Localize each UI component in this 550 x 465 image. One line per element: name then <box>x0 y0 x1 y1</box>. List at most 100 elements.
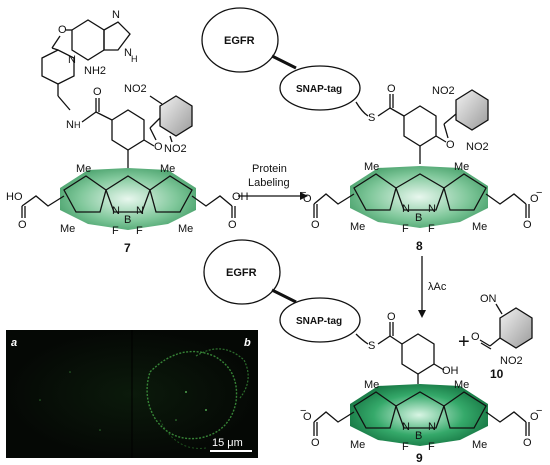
speckle <box>185 391 187 393</box>
bodipy-n-right-8: N <box>428 203 436 215</box>
arrow-label-labeling: Labeling <box>248 177 290 189</box>
carbonyl-o-left-9: O <box>311 437 320 449</box>
pyrrole-right-9 <box>443 391 487 429</box>
compound-9-structure: EGFR SNAP-tag S O OH N N B F F Me Me Me … <box>203 239 542 465</box>
carbonyl-o-left-8: O <box>311 219 320 231</box>
me-bl-7: Me <box>60 223 75 235</box>
carboxylate-minus-left-9: − <box>300 405 306 417</box>
bodipy-f1-9: F <box>402 441 409 453</box>
bodipy-glow-7 <box>60 168 196 230</box>
imidazole-nh-h-label: H <box>131 54 138 64</box>
central-ring-8 <box>395 173 445 211</box>
no2-top-label-7: NO2 <box>124 83 147 95</box>
carboxylate-minus-left-8: − <box>300 187 306 199</box>
fluorescence-micrograph: a b 15 μm <box>6 330 258 458</box>
oh-label-7: OH <box>232 191 249 203</box>
carboxylate-o-right-8: O <box>530 193 539 205</box>
compound-7-structure: N N H N NH2 O N H O O NO2 NO2 <box>6 9 249 255</box>
carboxylate-o-right-9: O <box>530 411 539 423</box>
carbonyl-o-right-9: O <box>523 437 532 449</box>
me-br-7: Me <box>178 223 193 235</box>
imidazole-ring <box>103 21 131 51</box>
o-right-acid-7: O <box>228 219 237 231</box>
me-br-9: Me <box>472 439 487 451</box>
speckle <box>205 409 207 411</box>
o-left-acid-7: O <box>18 219 27 231</box>
bodipy-n-right-9: N <box>428 421 436 433</box>
phenol-oh-label-9: OH <box>442 365 459 377</box>
snap-tag-label-8: SNAP-tag <box>296 84 342 95</box>
panel-a-label: a <box>11 337 17 349</box>
pyrrole-left-9 <box>353 391 397 429</box>
speckle <box>175 419 177 421</box>
speckle <box>99 429 101 431</box>
nitrobenzyl-ring-7 <box>159 95 193 137</box>
nh2-label: NH2 <box>84 65 106 77</box>
carboxylate-minus-right-9: − <box>536 405 542 417</box>
compound-8-structure: EGFR SNAP-tag S O O NO2 NO2 N N B F F Me… <box>201 7 542 253</box>
me-tr-7: Me <box>160 163 175 175</box>
me-bl-8: Me <box>350 221 365 233</box>
imidazole-nh-n-label: N <box>124 47 132 59</box>
bodipy-n-left-9: N <box>402 421 410 433</box>
no2-bottom-label-8: NO2 <box>466 141 489 153</box>
bodipy-b-8: B <box>415 212 422 224</box>
carbonyl-o-right-8: O <box>523 219 532 231</box>
bodipy-f2-8: F <box>428 223 435 235</box>
no2-bottom-label-7: NO2 <box>164 143 187 155</box>
panel-b-label: b <box>244 337 251 349</box>
compound-10-structure: ON O NO2 10 <box>471 293 533 381</box>
bodipy-b-7: B <box>124 214 131 226</box>
central-ring-9 <box>395 391 445 429</box>
s-label-9: S <box>368 340 375 352</box>
snap-tag-label-9: SNAP-tag <box>296 316 342 327</box>
pyrrole-right-8 <box>443 173 487 211</box>
s-label-8: S <box>368 112 375 124</box>
no2-top-label-8: NO2 <box>432 85 455 97</box>
nitroso-ring-10 <box>499 307 533 349</box>
egfr-label-9: EGFR <box>226 267 257 279</box>
benzyl-ring <box>41 49 75 85</box>
no2-label-10: NO2 <box>500 355 523 367</box>
amide-o-label: O <box>93 86 102 98</box>
cell-outline-1 <box>146 350 238 440</box>
photolysis-label: λAc <box>428 281 447 293</box>
carboxylate-o-left-8: O <box>303 193 312 205</box>
ether-o-8: O <box>446 139 455 151</box>
cell-outline-2 <box>195 348 249 399</box>
protein-labeling-arrow: Protein Labeling <box>238 163 308 200</box>
compound-10-number: 10 <box>490 367 504 381</box>
compound-8-number: 8 <box>416 239 423 253</box>
ether-o-label-7a: O <box>58 24 67 36</box>
thioester-o-8: O <box>387 83 396 95</box>
central-aryl-ring-7 <box>111 109 145 151</box>
snap-tag-ellipse-8 <box>279 65 361 111</box>
bodipy-n-left-8: N <box>402 203 410 215</box>
egfr-ellipse-8 <box>201 7 279 73</box>
carboxylate-minus-right-8: − <box>536 187 542 199</box>
me-tl-8: Me <box>364 161 379 173</box>
snap-tag-ellipse-9 <box>279 297 361 343</box>
arrow-label-protein: Protein <box>252 163 287 175</box>
amide-h-label: H <box>74 120 81 130</box>
me-tr-9: Me <box>454 379 469 391</box>
pyrrole-right-7 <box>149 175 193 213</box>
plus-sign: + <box>458 331 470 353</box>
compound-7-number: 7 <box>124 241 131 255</box>
central-ring-7 <box>105 175 151 213</box>
bodipy-n-right-7: N <box>136 205 144 217</box>
central-aryl-ring-8 <box>403 105 437 147</box>
pyrrole-left-7 <box>63 175 107 213</box>
bodipy-f2-9: F <box>428 441 435 453</box>
pyridine-n-label: N <box>68 54 76 66</box>
speckle <box>69 371 71 373</box>
scale-bar-label: 15 μm <box>212 437 243 449</box>
bodipy-f1-7: F <box>112 225 119 237</box>
thioester-o-9: O <box>387 311 396 323</box>
bodipy-n-left-7: N <box>112 205 120 217</box>
cell-outline-3 <box>159 419 207 449</box>
bodipy-f2-7: F <box>136 225 143 237</box>
me-tr-8: Me <box>454 161 469 173</box>
egfr-label-8: EGFR <box>224 35 255 47</box>
